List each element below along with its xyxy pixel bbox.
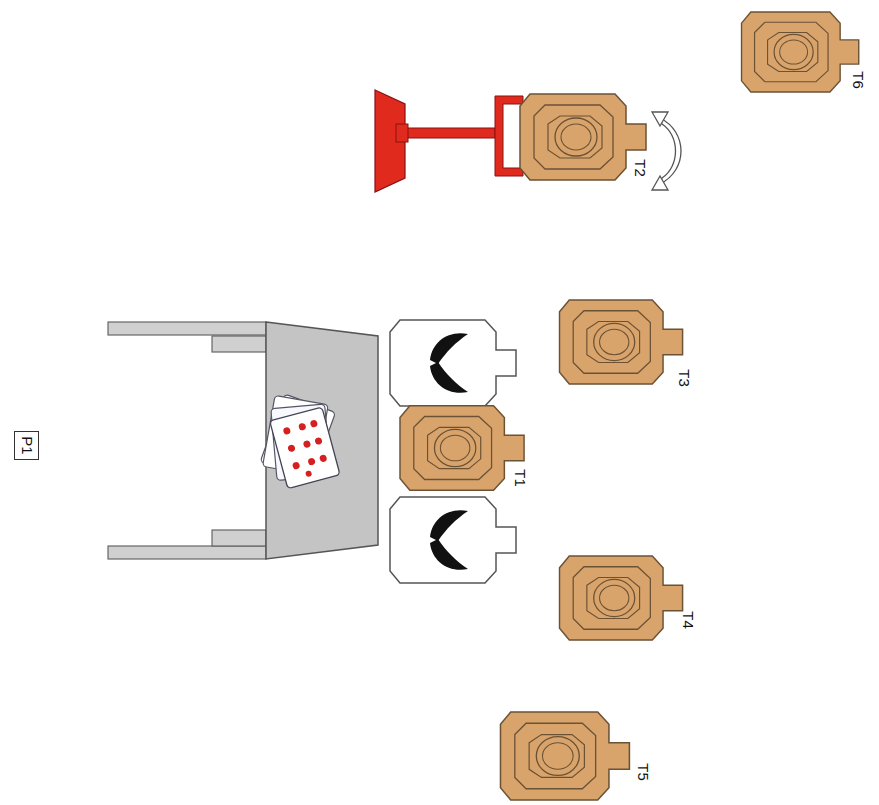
paper-target [742, 12, 859, 92]
table [108, 322, 378, 559]
playing-cards [260, 394, 340, 489]
target-label: T1 [512, 469, 529, 487]
paper-target [400, 406, 524, 491]
paper-target [520, 94, 646, 180]
target-label: T3 [676, 369, 693, 387]
target-label: T4 [680, 611, 697, 629]
position-label: P1 [18, 436, 35, 454]
swinger-stand [375, 90, 523, 192]
no-shoot-target [390, 497, 516, 583]
paper-target [500, 712, 629, 800]
no-shoot-target [390, 320, 516, 406]
target-label: T6 [850, 71, 867, 89]
shooter-position-box: P1 [14, 431, 39, 460]
paper-target [560, 300, 683, 384]
paper-target [560, 556, 683, 640]
target-label: T5 [635, 763, 652, 781]
target-label: T2 [632, 159, 649, 177]
swing-arrow [652, 112, 681, 190]
